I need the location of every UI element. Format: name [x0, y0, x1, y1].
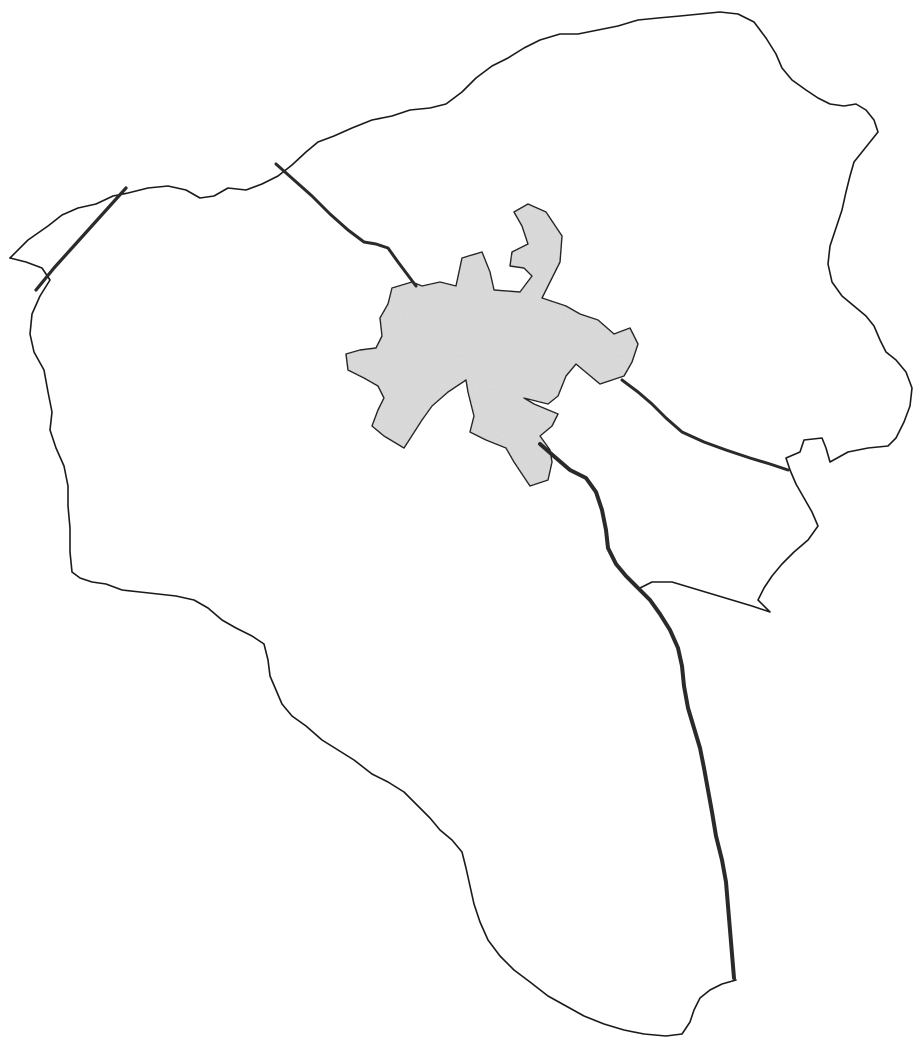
boundary-eastern-enclave: [639, 469, 819, 613]
road-west: [34, 186, 128, 292]
urban-area-town-center: [345, 203, 639, 487]
road-northwest: [274, 162, 418, 288]
road-south: [538, 442, 736, 980]
boundary-south-district: [9, 257, 737, 1037]
road-east: [620, 378, 790, 472]
town-center-stipple: [346, 204, 638, 486]
boundary-north-district: [9, 11, 913, 471]
